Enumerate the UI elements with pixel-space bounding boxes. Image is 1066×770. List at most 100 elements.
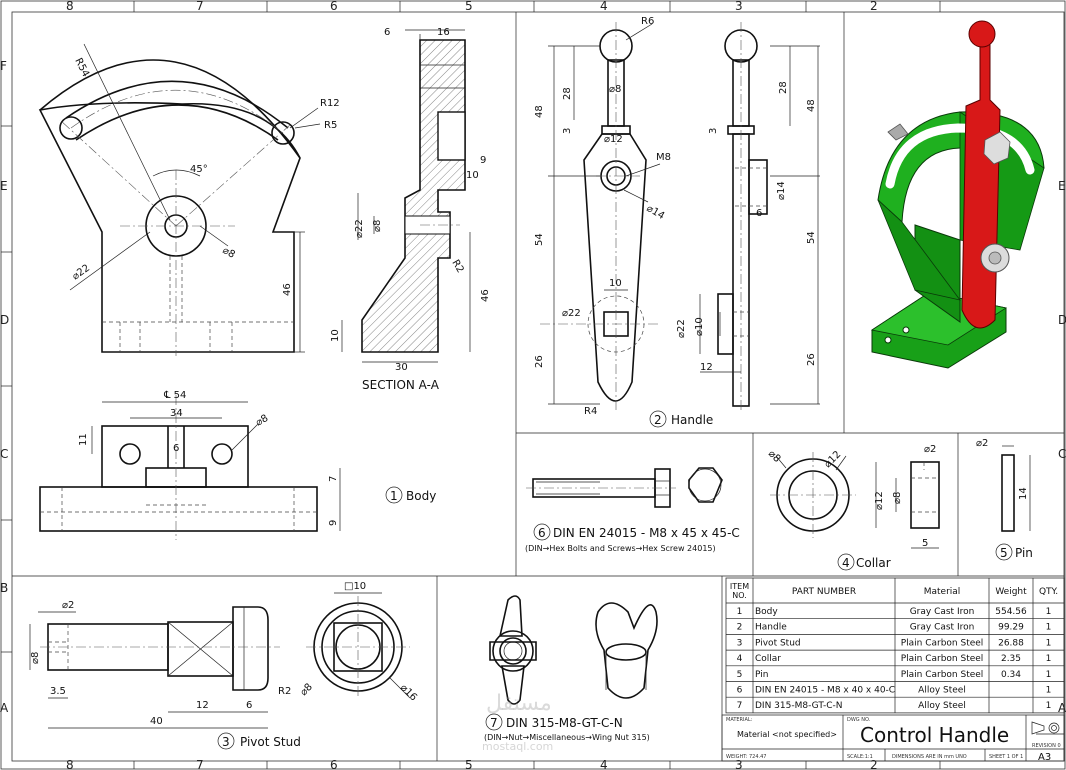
bom-header-1: PART NUMBER [792, 587, 856, 597]
zone-left-b: B [0, 581, 8, 595]
body-dim-7: 7 [328, 476, 339, 482]
stud-dim-d16: ⌀16 [398, 682, 419, 703]
stud-dim-40: 40 [150, 716, 163, 727]
pin-view: ⌀2 14 5 Pin [976, 438, 1033, 561]
nut-library-path: (DIN→Nut→Miscellaneous→Wing Nut 315) [484, 733, 650, 742]
bom-row-weight: 554.56 [995, 607, 1027, 617]
zone-bottom-6: 6 [330, 758, 338, 770]
handle-dim-d12: ⌀12 [604, 134, 623, 145]
bom-row-material: Alloy Steel [918, 686, 966, 696]
wing-nut-view: 7 DIN 315-M8-GT-C-N (DIN→Nut→Miscellaneo… [482, 595, 658, 753]
handle-balloon [649, 410, 667, 428]
zone-top-4: 4 [600, 0, 608, 13]
bom-row-weight: 26.88 [998, 638, 1024, 648]
stud-dim-sq10: □10 [344, 581, 366, 592]
bom-row-item-no: 1 [737, 607, 743, 617]
title-block: MATERIAL: Material <not specified> DWG N… [721, 714, 1065, 763]
drawing-title: Control Handle [860, 723, 1009, 747]
bom-row-item-no: 4 [737, 654, 743, 664]
zone-right-e: E [1058, 179, 1066, 193]
bom-row-weight: 0.34 [1001, 670, 1021, 680]
zone-bottom-5: 5 [465, 758, 473, 770]
bolt-balloon [533, 523, 551, 541]
handle-dim-26b: 26 [806, 353, 817, 366]
bolt-view: 6 DIN EN 24015 - M8 x 45 x 45-C (DIN→Hex… [525, 467, 740, 553]
collar-dim-d8: ⌀8 [766, 448, 783, 465]
bom-row-qty: 1 [1046, 654, 1052, 664]
collar-dim-5: 5 [922, 538, 928, 549]
body-dim-46: 46 [282, 283, 293, 296]
zone-top-2: 2 [870, 0, 878, 13]
body-dim-d8b: ⌀8 [254, 413, 270, 429]
bom-row-item-no: 2 [737, 623, 743, 633]
body-dim-34: 34 [170, 408, 183, 419]
stud-dim-d8: ⌀8 [30, 652, 41, 664]
bom-header-item: ITEM [730, 582, 749, 591]
zone-right-d: D [1058, 313, 1066, 327]
body-balloon [385, 486, 403, 504]
collar-dim-d12b: ⌀12 [874, 491, 885, 510]
handle-dim-10: 10 [609, 278, 622, 289]
revision-label: REVISION 0 [1032, 743, 1061, 749]
handle-dim-d8: ⌀8 [609, 84, 621, 95]
stud-dim-d8b: ⌀8 [298, 682, 315, 699]
body-front-view: R54 R12 R5 45° ⌀22 ⌀8 46 [38, 43, 340, 356]
bom-row-qty: 1 [1046, 670, 1052, 680]
handle-dim-12: 12 [700, 362, 713, 373]
zone-bottom-7: 7 [196, 758, 204, 770]
handle-dim-r4: R4 [584, 406, 597, 417]
stud-dim-r2: R2 [278, 686, 291, 697]
nut-balloon-num: 7 [490, 716, 498, 730]
bom-row-part-number: Pin [755, 670, 768, 680]
zone-top-6: 6 [330, 0, 338, 13]
handle-dim-d14b: ⌀14 [776, 181, 787, 200]
bom-row-material: Plain Carbon Steel [901, 638, 984, 648]
watermark-arabic: مستقل [486, 691, 552, 716]
zone-bottom-3: 3 [735, 758, 743, 770]
body-dim-54: ℄ 54 [163, 390, 186, 401]
zone-right-a: A [1058, 701, 1066, 715]
watermark-latin: mostaql.com [482, 740, 553, 753]
body-balloon-num: 1 [390, 489, 398, 503]
handle-dim-28: 28 [562, 87, 573, 100]
bom-row-part-number: DIN 315-M8-GT-C-N [755, 701, 843, 711]
handle-dim-d14: ⌀14 [645, 203, 667, 222]
bom-row-part-number: Body [755, 607, 778, 617]
section-dim-30: 30 [395, 362, 408, 373]
pivot-stud-view: ⌀2 ⌀8 3.5 12 6 40 R2 □10 ⌀8 ⌀16 3 Pivot … [29, 581, 419, 750]
nut-balloon [485, 713, 503, 731]
bom-row-qty: 1 [1046, 623, 1052, 633]
material-label: MATERIAL: [726, 717, 753, 723]
bom-header-3: Weight [995, 587, 1027, 597]
section-a-a: 6 16 9 10 ⌀22 ⌀8 R2 46 10 30 SECTION A-A [330, 27, 491, 392]
bolt-library-path: (DIN→Hex Bolts and Screws→Hex Screw 2401… [525, 544, 716, 553]
handle-dim-r6: R6 [641, 16, 654, 27]
bom-row-material: Plain Carbon Steel [901, 654, 984, 664]
bom-row-weight: 99.29 [998, 623, 1024, 633]
bom-row-material: Alloy Steel [918, 701, 966, 711]
bom-header-4: QTY. [1039, 587, 1058, 597]
handle-label: Handle [671, 413, 713, 427]
body-dim-r5: R5 [324, 120, 337, 131]
bom-row-item-no: 5 [737, 670, 743, 680]
body-top-view: ℄ 54 34 11 6 ⌀8 7 9 1 Body [39, 390, 436, 540]
zone-top-8: 8 [66, 0, 74, 13]
collar-dim-d12: ⌀12 [822, 449, 843, 470]
bom-row-material: Gray Cast Iron [910, 607, 975, 617]
bom-header-item-line2: NO. [732, 591, 747, 600]
zone-bottom-2: 2 [870, 758, 878, 770]
handle-dim-3b: 3 [708, 128, 719, 134]
nut-label: DIN 315-M8-GT-C-N [506, 716, 623, 730]
weight-total: WEIGHT: 724.47 [726, 754, 767, 760]
body-dim-d8: ⌀8 [221, 245, 237, 261]
bom-row-qty: 1 [1046, 607, 1052, 617]
material-value: Material <not specified> [737, 730, 837, 739]
dwg-no-label: DWG NO. [847, 717, 871, 723]
section-dim-46: 46 [480, 289, 491, 302]
handle-dim-48b: 48 [806, 99, 817, 112]
pin-dim-14: 14 [1018, 487, 1029, 500]
